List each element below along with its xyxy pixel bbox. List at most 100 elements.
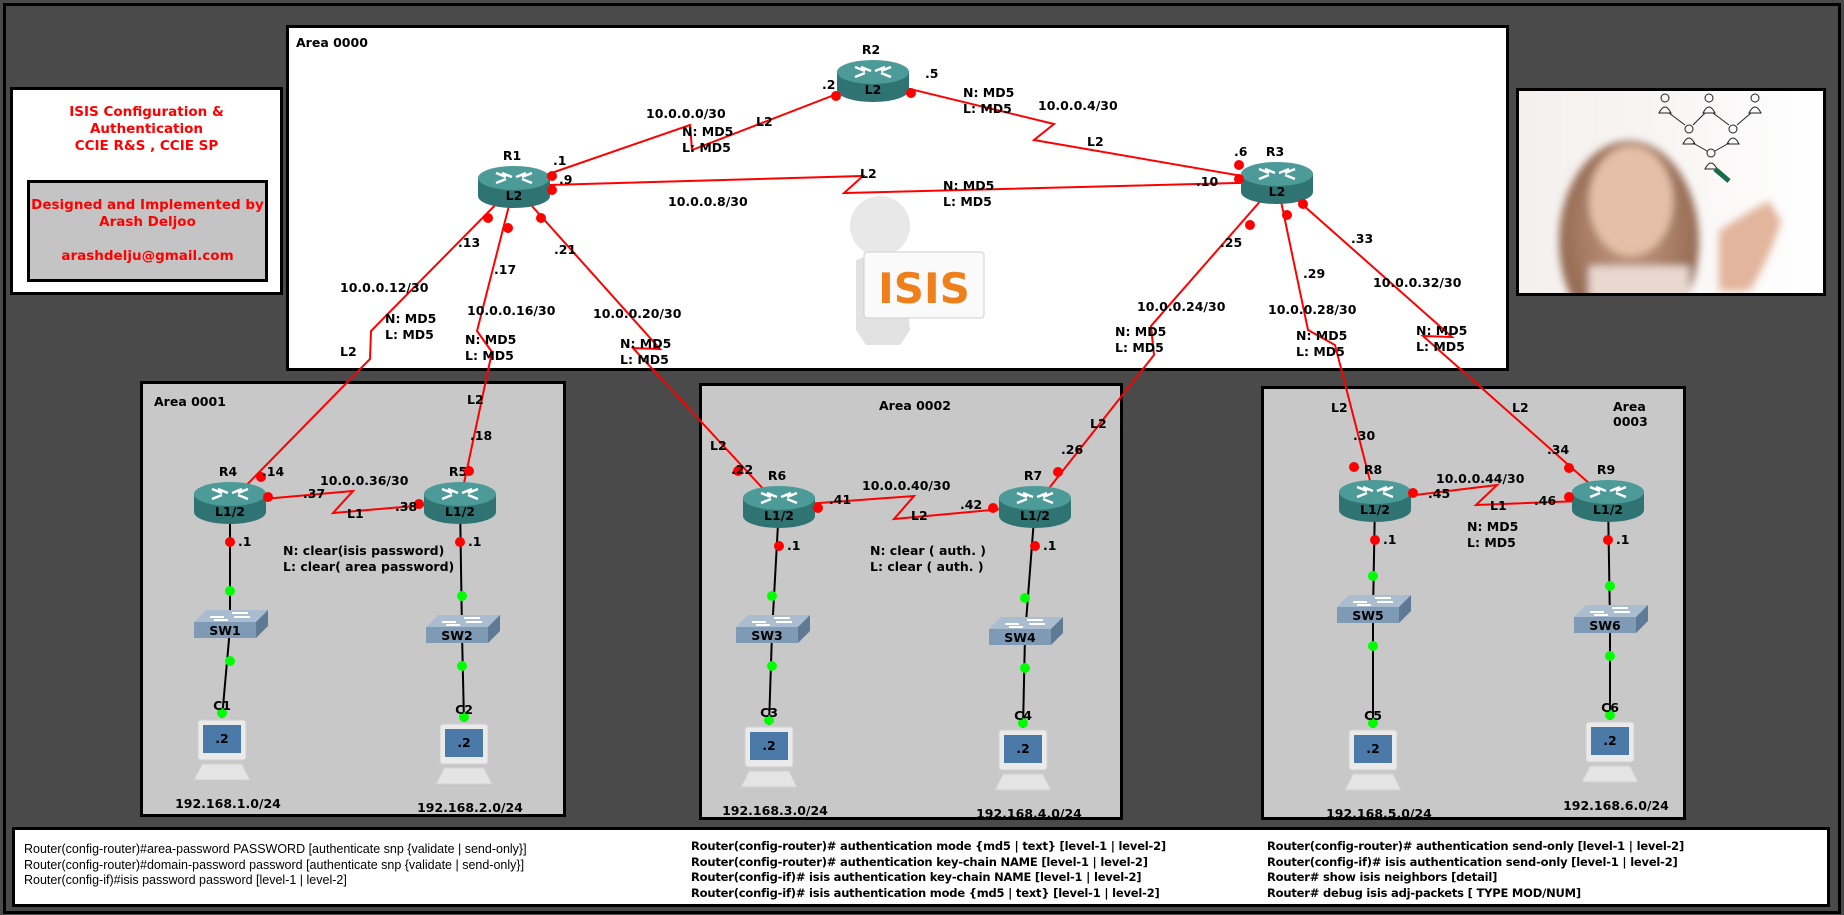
interface-ip-label: .17 [494,262,516,277]
switch-sw4[interactable]: SW4 [989,617,1063,645]
gateway-ip-label: .1 [1383,532,1396,547]
pc-c5[interactable]: .2 [1344,729,1402,791]
interface-port [1564,492,1574,502]
link-auth-n-label: N: MD5 [385,311,436,326]
switch-sw2[interactable]: SW2 [426,615,500,643]
lan-port [1020,663,1030,673]
router-top [1339,480,1411,504]
pc-ip-label: .2 [1603,733,1616,748]
lan-subnet-label: 192.168.3.0/24 [722,803,828,818]
interface-ip-label: .34 [1547,442,1569,457]
router-level-label: L1/2 [1593,502,1623,517]
router-name-label: R9 [1597,462,1615,477]
mascot-sign-text: ISIS [878,264,970,313]
router-r6[interactable]: L1/2R6 [743,468,815,528]
pc-screen [445,729,483,757]
lan-subnet-label: 192.168.1.0/24 [175,796,281,811]
router-name-label: R3 [1266,144,1284,159]
gateway-port [1030,541,1040,551]
interface-port [503,223,513,233]
switch-side [256,610,268,638]
lan-port [1020,593,1030,603]
router-name-label: R8 [1364,462,1382,477]
switch-sw5[interactable]: SW5 [1337,595,1411,623]
link-subnet-label: 10.0.0.12/30 [340,280,429,295]
command-line: Router(config-router)#area-password PASS… [24,842,527,856]
pc-c6[interactable]: .2 [1581,721,1639,783]
pc-c2[interactable]: .2 [435,723,493,785]
router-level-label: L2 [506,188,523,203]
router-name-label: R6 [768,468,787,483]
interface-ip-label: .13 [458,235,480,250]
router-arrows-icon [441,487,479,501]
lan-subnet-label: 192.168.5.0/24 [1326,806,1432,821]
link-auth-n-label: N: MD5 [1416,323,1467,338]
switch-arrows-icon [1005,619,1045,628]
pc-c4[interactable]: .2 [994,729,1052,791]
switch-top [1337,595,1411,607]
command-line: Router(config-if)# isis authentication s… [1267,854,1678,869]
pc-c1[interactable]: .2 [193,719,251,781]
router-r7[interactable]: L1/2R7 [999,468,1071,528]
link-level-label: L2 [340,344,357,359]
pc-screen [203,725,241,753]
link-line [513,174,1278,195]
pc-keyboard [1581,765,1639,783]
router-arrows-icon [1356,485,1394,499]
router-top [837,60,909,84]
switch-name-label: SW1 [209,623,241,638]
router-name-label: R2 [862,42,880,57]
link-subnet-label: 10.0.0.40/30 [862,478,951,493]
link-subnet-label: 10.0.0.24/30 [1137,299,1226,314]
link-level-label: L2 [911,508,928,523]
interface-ip-label: .1 [553,153,566,168]
link-r1-r2 [513,79,874,187]
switch-side [488,615,500,643]
interface-ip-label: .5 [925,66,938,81]
interface-port [483,213,493,223]
pc-c3[interactable]: .2 [740,726,798,788]
lan-port [225,586,235,596]
router-arrows-icon [854,65,892,79]
link-auth-n-label: N: MD5 [943,178,994,193]
router-r4[interactable]: L1/2R4 [194,464,266,524]
marker-icon [1713,167,1731,183]
switch-sw6[interactable]: SW6 [1574,605,1648,633]
switch-arrows-icon [1353,597,1393,606]
interface-ip-label: .41 [829,492,851,507]
link-subnet-label: 10.0.0.4/30 [1038,98,1118,113]
lan-port [225,656,235,666]
switch-front [736,627,798,643]
link-line [778,494,1036,521]
router-r8[interactable]: L1/2R8 [1339,462,1411,522]
pc-ip-label: .2 [215,731,228,746]
router-r5[interactable]: L1/2R5 [424,464,496,524]
blurred-person [1559,141,1781,293]
interface-ip-label: .33 [1351,231,1373,246]
interface-port [414,499,424,509]
isis-mascot: ISIS [850,196,985,345]
link-r8-r9 [1374,483,1609,507]
switch-front [1574,617,1636,633]
pc-name-label: C6 [1601,700,1619,715]
interface-port [536,213,546,223]
link-subnet-label: 10.0.0.36/30 [320,473,409,488]
router-arrows-icon [760,491,798,505]
router-arrows-icon [495,171,533,185]
router-r9[interactable]: L1/2 R9 [1572,462,1644,522]
switch-sw1[interactable]: SW1 [194,610,268,638]
pc-screen [1354,735,1392,763]
photo-illustration [1559,93,1781,293]
pc-ip-label: .2 [762,738,775,753]
switch-arrows-icon [210,612,250,621]
link-auth-l-label: L: MD5 [1296,344,1345,359]
router-top [424,482,496,506]
command-line: Router(config-if)# isis authentication k… [691,870,1142,884]
link-r2-r3 [872,79,1278,183]
switch-sw3[interactable]: SW3 [736,615,810,643]
link-level-label: L2 [1087,134,1104,149]
router-level-label: L1/2 [445,504,475,519]
